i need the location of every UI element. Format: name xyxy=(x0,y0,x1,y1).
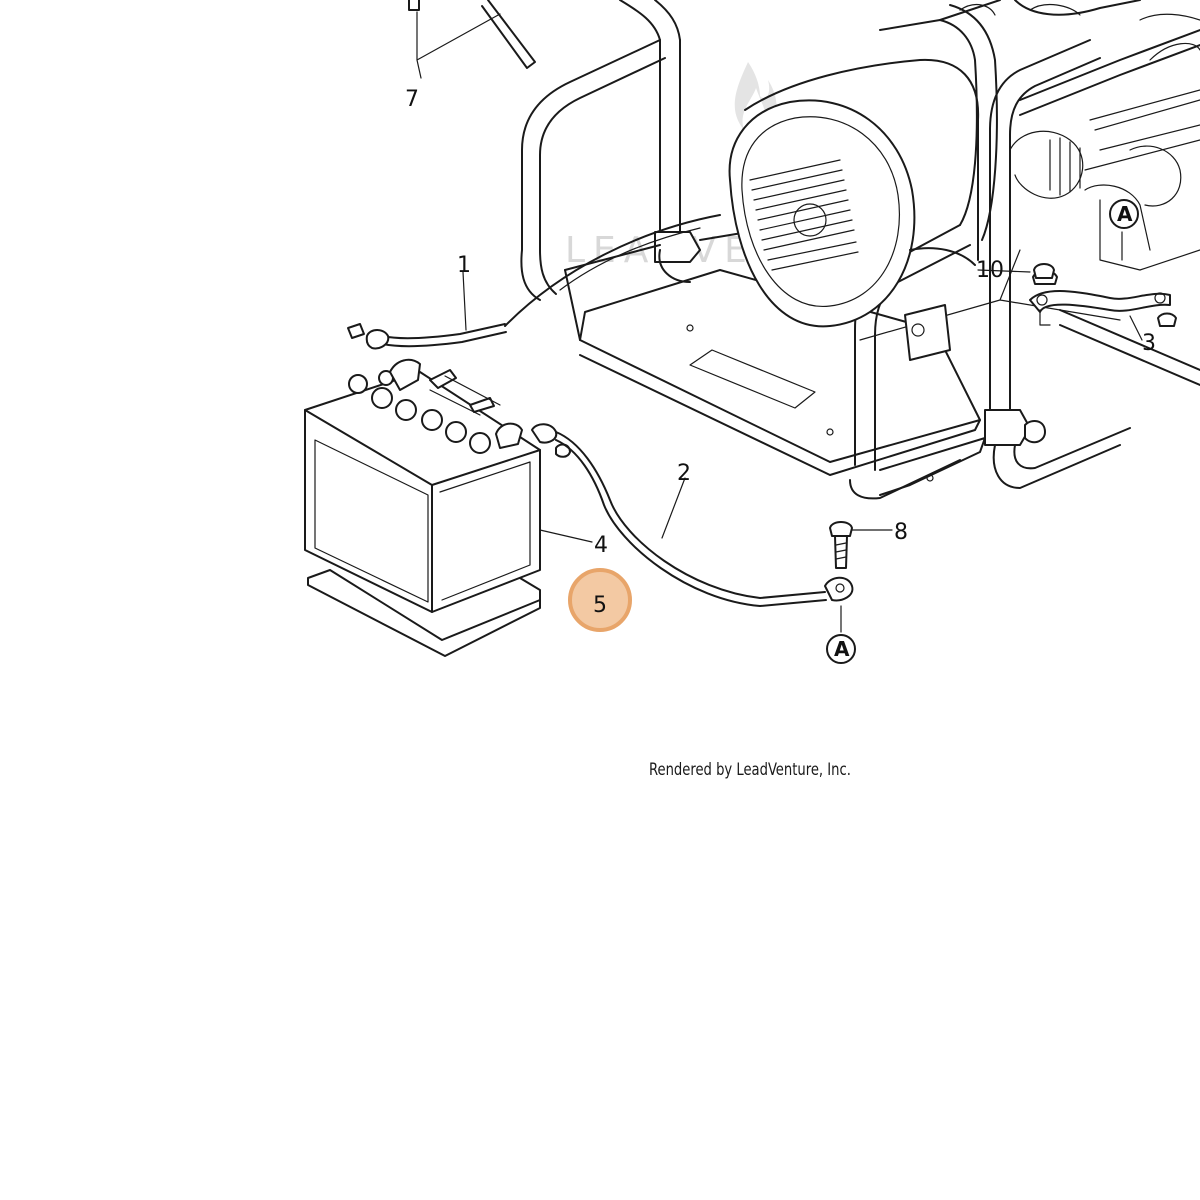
callout-10[interactable]: 10 xyxy=(976,258,1004,283)
generator-vents xyxy=(749,159,859,271)
part-7-rods xyxy=(408,0,536,79)
ref-a-lower-circle xyxy=(826,634,856,664)
part-8-bolt xyxy=(829,521,853,569)
ref-a-upper: A xyxy=(1117,202,1133,226)
battery-cell-caps xyxy=(348,370,491,454)
credit-text: Rendered by LeadVenture, Inc. xyxy=(649,760,851,780)
callout-8[interactable]: 8 xyxy=(894,520,908,545)
engine xyxy=(939,0,1200,271)
callout-5-highlight[interactable]: 5 xyxy=(568,568,632,632)
part-2-negative-cable xyxy=(531,423,854,607)
generator-housing xyxy=(728,58,980,361)
ref-a-upper-circle xyxy=(1109,199,1139,229)
callout-1[interactable]: 1 xyxy=(457,253,471,278)
callouts: 1 2 3 4 7 8 10 xyxy=(405,87,1156,558)
part-10-bolt xyxy=(1033,263,1055,279)
part-5-battery-tray xyxy=(307,569,541,657)
leader-lines xyxy=(462,231,1143,633)
reference-markers: A A xyxy=(826,199,1139,664)
callout-3[interactable]: 3 xyxy=(1142,331,1156,356)
callout-2[interactable]: 2 xyxy=(677,461,691,486)
ref-a-lower: A xyxy=(834,637,850,661)
callout-5-marker xyxy=(568,568,632,632)
part-4-battery xyxy=(304,358,541,613)
callout-7[interactable]: 7 xyxy=(405,87,419,112)
callout-5[interactable]: 5 xyxy=(593,593,607,618)
callout-4[interactable]: 4 xyxy=(594,533,608,558)
part-1-positive-cable xyxy=(347,214,721,350)
